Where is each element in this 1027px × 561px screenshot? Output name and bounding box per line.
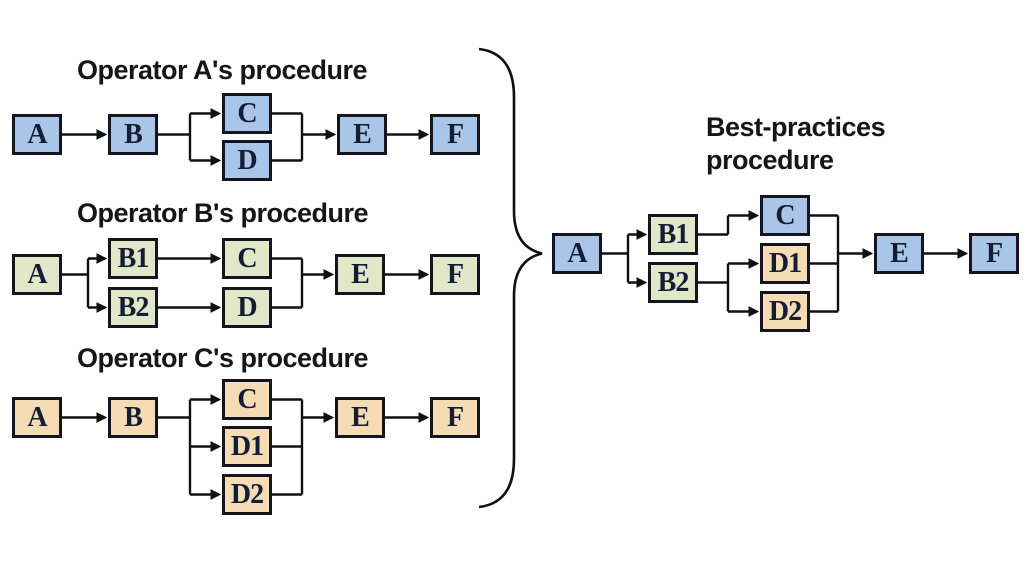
op-b-box-e: E [335, 254, 385, 295]
best-box-d1: D1 [760, 243, 810, 284]
edge-op-a-merge [272, 112, 304, 162]
best-box-a: A [552, 233, 602, 274]
op-c-box-c: C [222, 379, 272, 420]
op-c-box-e: E [335, 397, 385, 438]
op-c-box-f: F [430, 397, 480, 438]
op-b-box-b2: B2 [108, 287, 158, 328]
op-b-box-a: A [12, 254, 62, 295]
op-a-box-e: E [337, 114, 387, 155]
op-c-title: Operator C's procedure [77, 343, 369, 373]
op-a-box-a: A [12, 114, 62, 155]
best-title-line-1: Best-practices [706, 112, 886, 142]
curly-brace [478, 47, 543, 509]
edge-op-b-a-split [62, 258, 90, 308]
op-b-box-b1: B1 [108, 238, 158, 279]
edge-best-merge [810, 214, 840, 313]
best-box-b2: B2 [648, 262, 698, 303]
op-a-title: Operator A's procedure [77, 55, 368, 85]
op-b-box-c: C [222, 238, 272, 279]
best-title-line-2: procedure [706, 145, 834, 175]
edge-op-c-b-split [158, 399, 192, 495]
op-c-box-d2: D2 [222, 474, 272, 515]
best-box-b1: B1 [648, 214, 698, 255]
op-c-box-a: A [12, 397, 62, 438]
op-c-box-b: B [108, 397, 158, 438]
edge-op-a-b-split [158, 113, 192, 161]
best-box-f: F [969, 233, 1019, 274]
op-a-box-c: C [222, 93, 272, 134]
edge-op-c-merge [272, 398, 304, 496]
best-box-d2: D2 [760, 291, 810, 332]
edge-op-b-merge [272, 257, 304, 309]
edge-best-a-split [602, 234, 630, 283]
best-box-e: E [874, 233, 924, 274]
op-a-box-d: D [222, 140, 272, 181]
edge-best-b1-elbow [698, 215, 730, 236]
op-b-box-f: F [430, 254, 480, 295]
op-b-box-d: D [222, 287, 272, 328]
op-a-box-b: B [108, 114, 158, 155]
best-box-c: C [760, 195, 810, 236]
edge-best-b2-elbow [698, 263, 730, 312]
best-title: Best-practices procedure [706, 111, 886, 177]
op-a-box-f: F [430, 114, 480, 155]
op-c-box-d1: D1 [222, 426, 272, 467]
op-b-title: Operator B's procedure [77, 198, 369, 228]
